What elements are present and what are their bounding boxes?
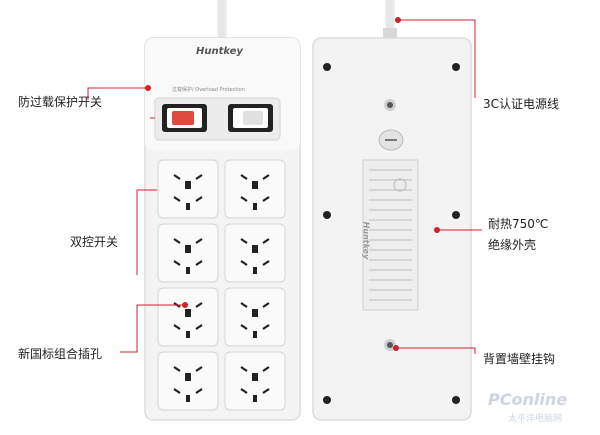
socket [224,287,286,347]
socket [224,159,286,219]
callout-dual-switch: 双控开关 [70,235,119,249]
callout-heat-resistant-line2: 绝缘外壳 [488,238,537,252]
wall-hook-top [384,99,396,111]
watermark-sub: 太平洋电脑网 [508,414,563,424]
dual-switch [228,104,273,132]
screw-holes [323,63,460,404]
callout-cable: 3C认证电源线 [483,97,560,111]
callout-heat-resistant-line1: 耐热750℃ [488,217,549,231]
callout-overload-switch: 防过载保护开关 [18,95,103,109]
back-emblem [378,129,404,151]
socket [157,351,219,411]
socket [157,159,219,219]
socket [157,287,219,347]
spec-label [362,159,419,311]
socket [157,223,219,283]
overload-switch [162,104,207,132]
socket [224,223,286,283]
overload-protection-label: 过载保护/ Overload Protection [172,87,245,93]
callout-wall-mount: 背置墙壁挂钩 [483,352,556,366]
socket-grid [157,159,286,411]
watermark-logo: PConline [488,390,568,409]
back-brand-logo: Huntkey [361,221,371,260]
front-brand-logo: Huntkey [196,46,243,57]
callout-sockets: 新国标组合插孔 [18,347,103,361]
socket [224,351,286,411]
